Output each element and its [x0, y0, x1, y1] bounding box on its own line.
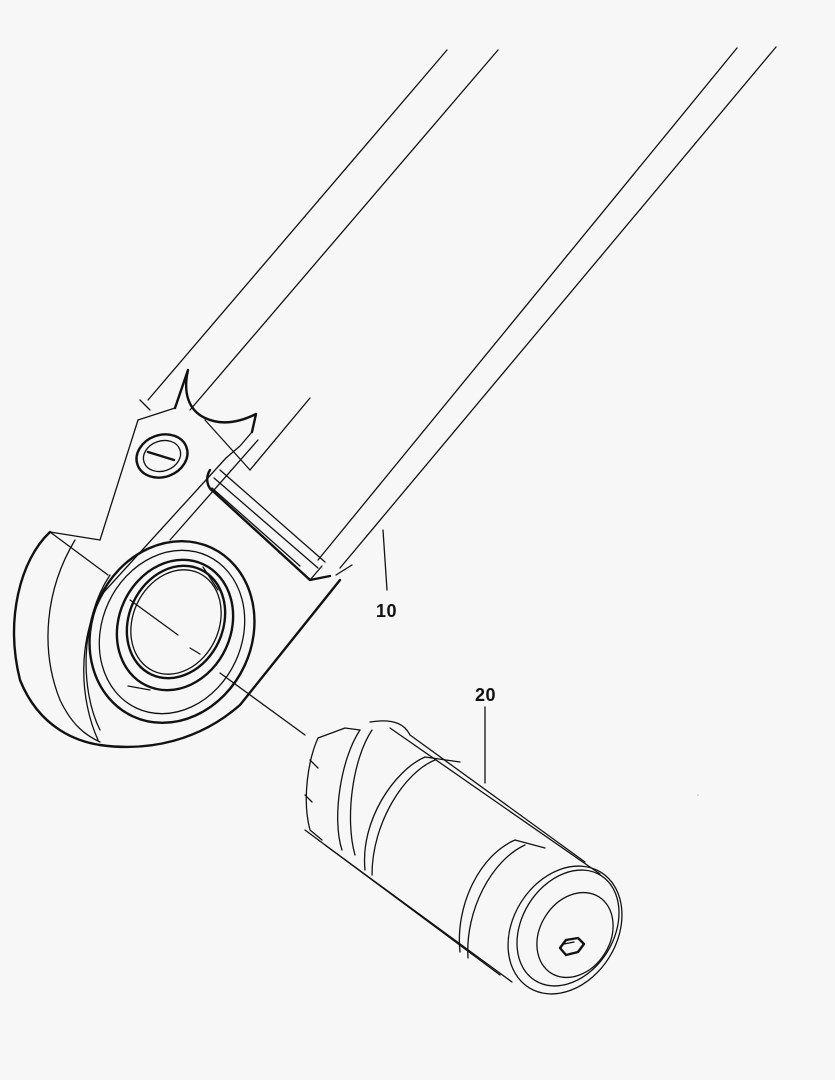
reference-numeral-20: 20 [475, 685, 497, 705]
reference-numeral-10: 10 [376, 601, 398, 621]
arm-part-10 [13, 46, 777, 749]
leader-line-10 [382, 529, 388, 591]
pin-part-20 [304, 720, 623, 995]
